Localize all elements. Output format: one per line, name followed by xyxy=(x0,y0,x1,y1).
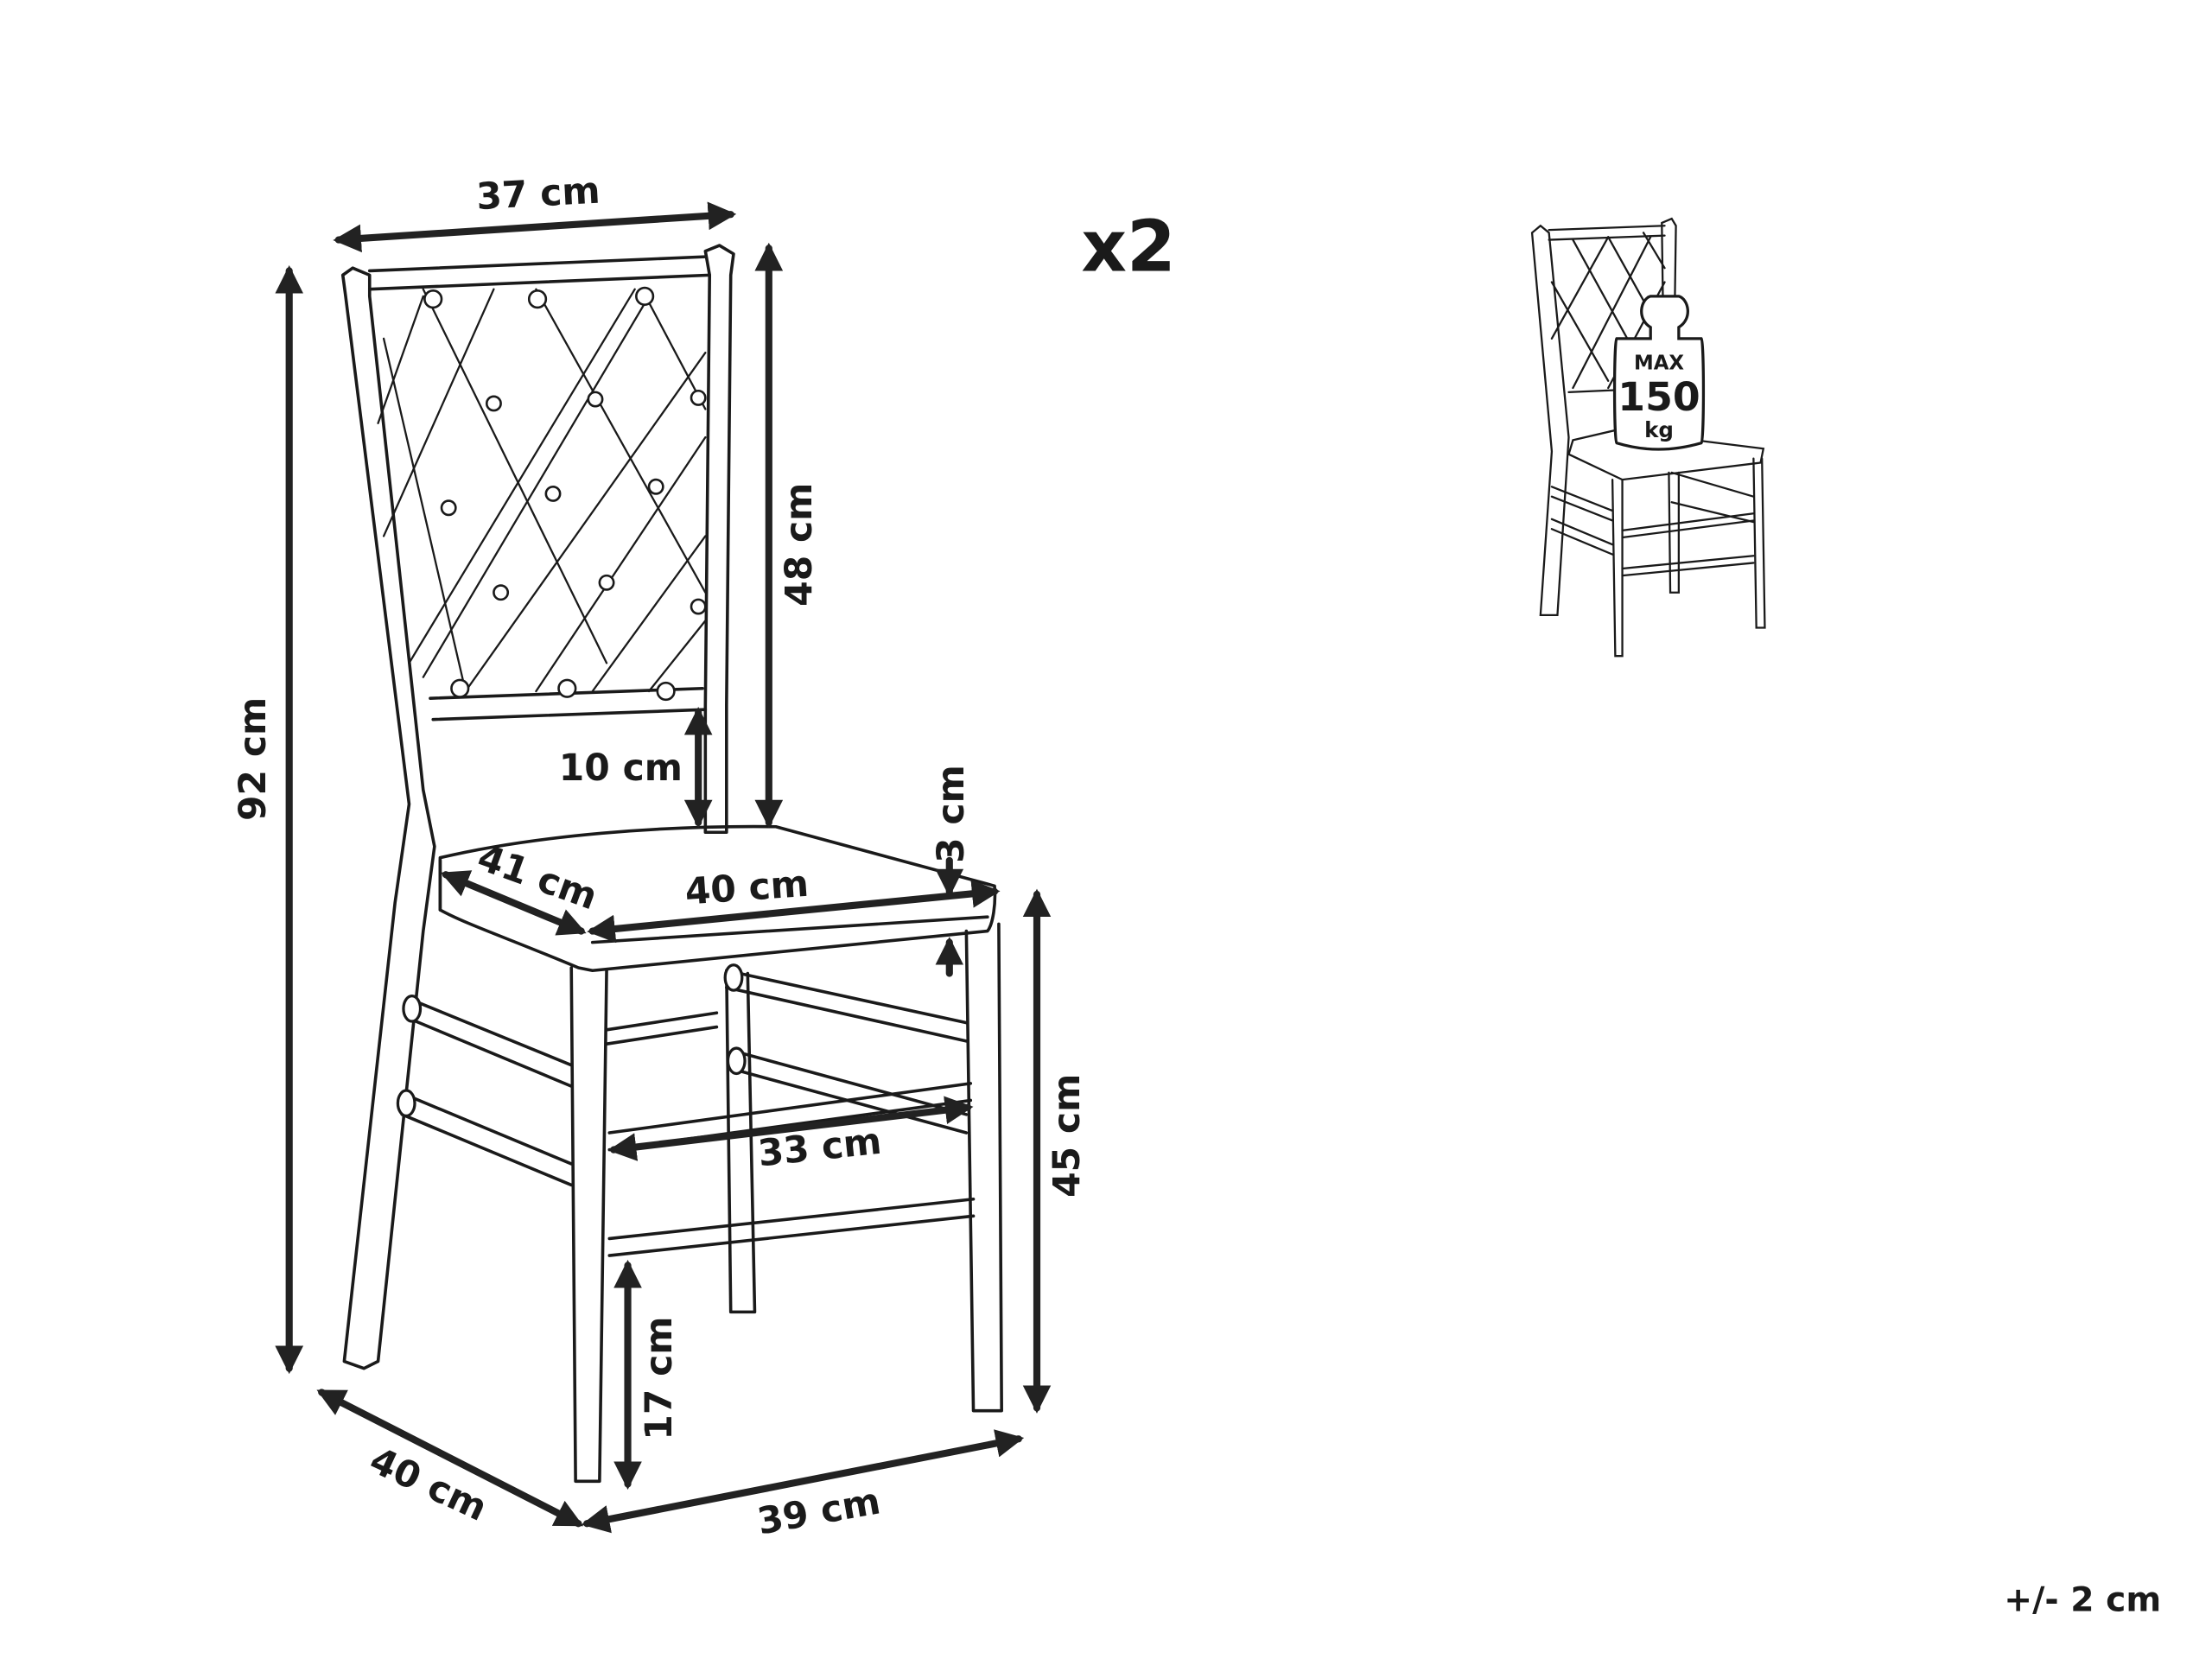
label-seat-width: 40 cm xyxy=(683,863,810,914)
quantity-label: x2 xyxy=(1081,206,1175,288)
label-backrest-gap: 10 cm xyxy=(559,747,683,790)
main-chair-illustration xyxy=(340,244,1003,1484)
label-backrest-height: 48 cm xyxy=(779,483,821,607)
tolerance-note: +/- 2 cm xyxy=(2004,1580,2161,1619)
load-unit: kg xyxy=(1644,417,1674,442)
label-stretcher-height: 17 cm xyxy=(639,1316,681,1440)
load-value: 150 xyxy=(1618,374,1700,420)
label-seat-thickness: 3 cm xyxy=(931,765,973,863)
load-capacity-illustration xyxy=(1530,217,1766,658)
label-base-depth: 40 cm xyxy=(363,1440,493,1530)
dimension-lines xyxy=(275,201,1052,1534)
label-total-height: 92 cm xyxy=(232,697,275,821)
label-seat-depth: 41 cm xyxy=(472,836,602,918)
load-max-label: MAX xyxy=(1634,353,1684,375)
label-seat-height: 45 cm xyxy=(1046,1074,1089,1198)
label-back-width: 37 cm xyxy=(475,170,601,219)
